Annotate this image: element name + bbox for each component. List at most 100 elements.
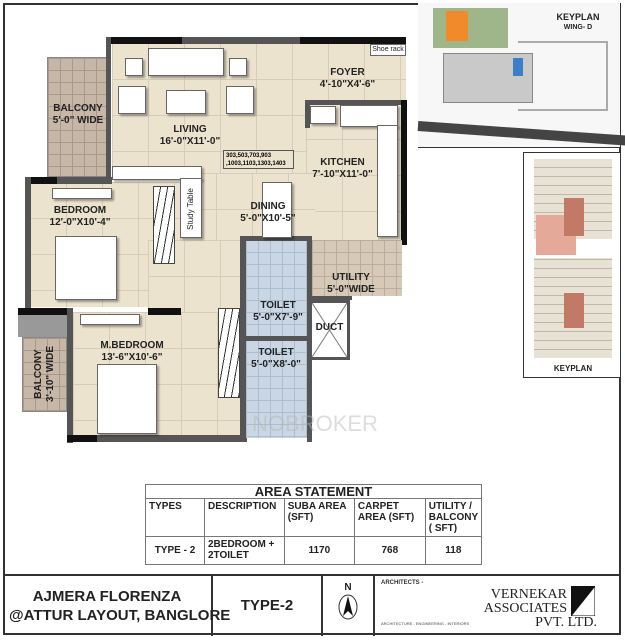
foyer-label: FOYER 4'-10"X4'-6" [319, 67, 376, 90]
cell-description: 2BEDROOM + 2TOILET [203, 536, 285, 565]
firm-name-line2: ASSOCIATES [483, 601, 567, 616]
wall [312, 296, 352, 300]
toilet-1-area [246, 240, 308, 336]
site-keyplan: KEYPLAN WING- D [417, 3, 625, 148]
kitchen-counter-side [377, 125, 398, 237]
toilet-1-label: TOILET 5'-0"X7'-9" [253, 300, 303, 323]
utility-label: UTILITY 5'-0"WIDE [327, 272, 375, 295]
table-header-row: TYPES DESCRIPTION SUBA AREA (SFT) CARPET… [145, 498, 483, 537]
header-suba-area: SUBA AREA (SFT) [283, 498, 355, 537]
living-label: LIVING 16'-0"X11'-0" [159, 124, 221, 147]
wall [307, 236, 312, 442]
toilet-2-label: TOILET 5'-0"X8'-0" [251, 347, 301, 370]
cell-suba-area: 1170 [283, 536, 355, 565]
bedroom-shelf [52, 188, 112, 199]
architect-cell: ARCHITECTS - VERNEKAR ASSOCIATES PVT. LT… [377, 576, 621, 636]
wall [305, 100, 310, 128]
wall [25, 177, 57, 184]
dining-table [262, 182, 292, 238]
wall [305, 100, 407, 105]
fridge [310, 106, 336, 124]
shoe-rack-label: Shoe rack [372, 46, 404, 53]
wall [401, 100, 407, 245]
wall [25, 177, 31, 312]
duct-cross-icon [312, 303, 347, 357]
wall [57, 177, 112, 184]
cell-carpet-area: 768 [353, 536, 426, 565]
keyplan-core [564, 198, 584, 236]
lounge-chair [226, 86, 254, 114]
coffee-table [166, 90, 206, 114]
tv-unit [112, 166, 202, 180]
firm-logo-icon [571, 586, 595, 616]
wardrobe-2 [218, 308, 240, 398]
firm-tagline: ARCHITECTURE - ENGINEERING - INTERIORS [381, 621, 470, 626]
balcony-2-label: BALCONY 3'-10" WIDE [33, 345, 56, 403]
cell-type: TYPE - 2 [145, 536, 205, 565]
project-name-line2: @ATTUR LAYOUT, BANGLORE [9, 607, 231, 624]
firm-name-line3: PVT. LTD. [535, 615, 597, 630]
study-table [180, 178, 202, 238]
armchair [229, 58, 247, 76]
kitchen-counter [340, 105, 398, 127]
wardrobe-1 [153, 186, 175, 264]
armchair [125, 58, 143, 76]
header-carpet-area: CARPET AREA (SFT) [353, 498, 426, 537]
wall [244, 236, 312, 241]
area-statement-table: AREA STATEMENT TYPES DESCRIPTION SUBA AR… [145, 484, 483, 565]
firm-name-line1: VERNEKAR [490, 587, 567, 602]
header-utility-balcony: UTILITY / BALCONY ( SFT) [424, 498, 483, 537]
area-statement-title: AREA STATEMENT [145, 484, 482, 499]
north-arrow-icon [338, 594, 358, 620]
site-highlight-wing [446, 11, 468, 41]
dining-area [180, 173, 315, 243]
wall [67, 308, 73, 443]
lounge-chair [118, 86, 146, 114]
floor-keyplan-title: KEYPLAN [553, 364, 593, 373]
project-name-line1: AJMERA FLORENZA [32, 588, 182, 605]
bedroom-label: BEDROOM 12'-0"X10'-4" [49, 205, 111, 228]
kitchen-label: KITCHEN 7'-10"X11'-0" [312, 157, 373, 180]
table-row: TYPE - 2 2BEDROOM + 2TOILET 1170 768 118 [145, 536, 483, 565]
wall [148, 308, 181, 315]
architects-label: ARCHITECTS - [381, 580, 424, 586]
wall [244, 336, 312, 341]
site-boundary [518, 41, 608, 111]
balcony-2-grey-wall [18, 315, 67, 337]
site-road [417, 121, 625, 146]
wall [97, 435, 247, 442]
keyplan-core [564, 293, 584, 328]
balcony-1-area [47, 57, 109, 177]
wall [18, 308, 73, 315]
title-block: AJMERA FLORENZA @ATTUR LAYOUT, BANGLORE … [3, 574, 621, 636]
duct-area [312, 300, 350, 360]
balcony-1-label: BALCONY 5'-0" WIDE [52, 103, 104, 126]
north-label: N [344, 582, 352, 593]
shoe-rack [370, 44, 406, 56]
site-greenery [433, 8, 508, 48]
bed [55, 236, 117, 300]
cell-utility-balcony: 118 [424, 536, 483, 565]
type-cell: TYPE-2 [213, 576, 323, 636]
dining-label: DINING 5'-0"X10'-5" [240, 201, 296, 224]
wall [240, 236, 246, 442]
site-pool [513, 58, 523, 76]
master-bed [97, 364, 157, 434]
study-table-label: Study Table [186, 188, 195, 230]
toilet-2-area [246, 340, 308, 438]
site-keyplan-subtitle: WING- D [563, 24, 593, 31]
utility-area [312, 240, 402, 296]
unit-numbers-box: 303,503,703,903 ,1003,1103,1303,1403 [223, 150, 294, 169]
north-cell: N [323, 576, 375, 636]
wall [106, 37, 111, 177]
type-label: TYPE-2 [240, 597, 294, 614]
sofa [148, 48, 224, 76]
m-bedroom-label: M.BEDROOM 13'-6"X10'-6" [100, 340, 164, 363]
floor-keyplan: KEYPLAN [523, 152, 621, 378]
project-name-cell: AJMERA FLORENZA @ATTUR LAYOUT, BANGLORE [3, 576, 230, 636]
site-keyplan-title: KEYPLAN [556, 12, 600, 22]
wall [182, 37, 300, 44]
header-types: TYPES [145, 498, 205, 537]
balcony-2-area [22, 337, 67, 412]
duct-label: DUCT [315, 322, 344, 333]
